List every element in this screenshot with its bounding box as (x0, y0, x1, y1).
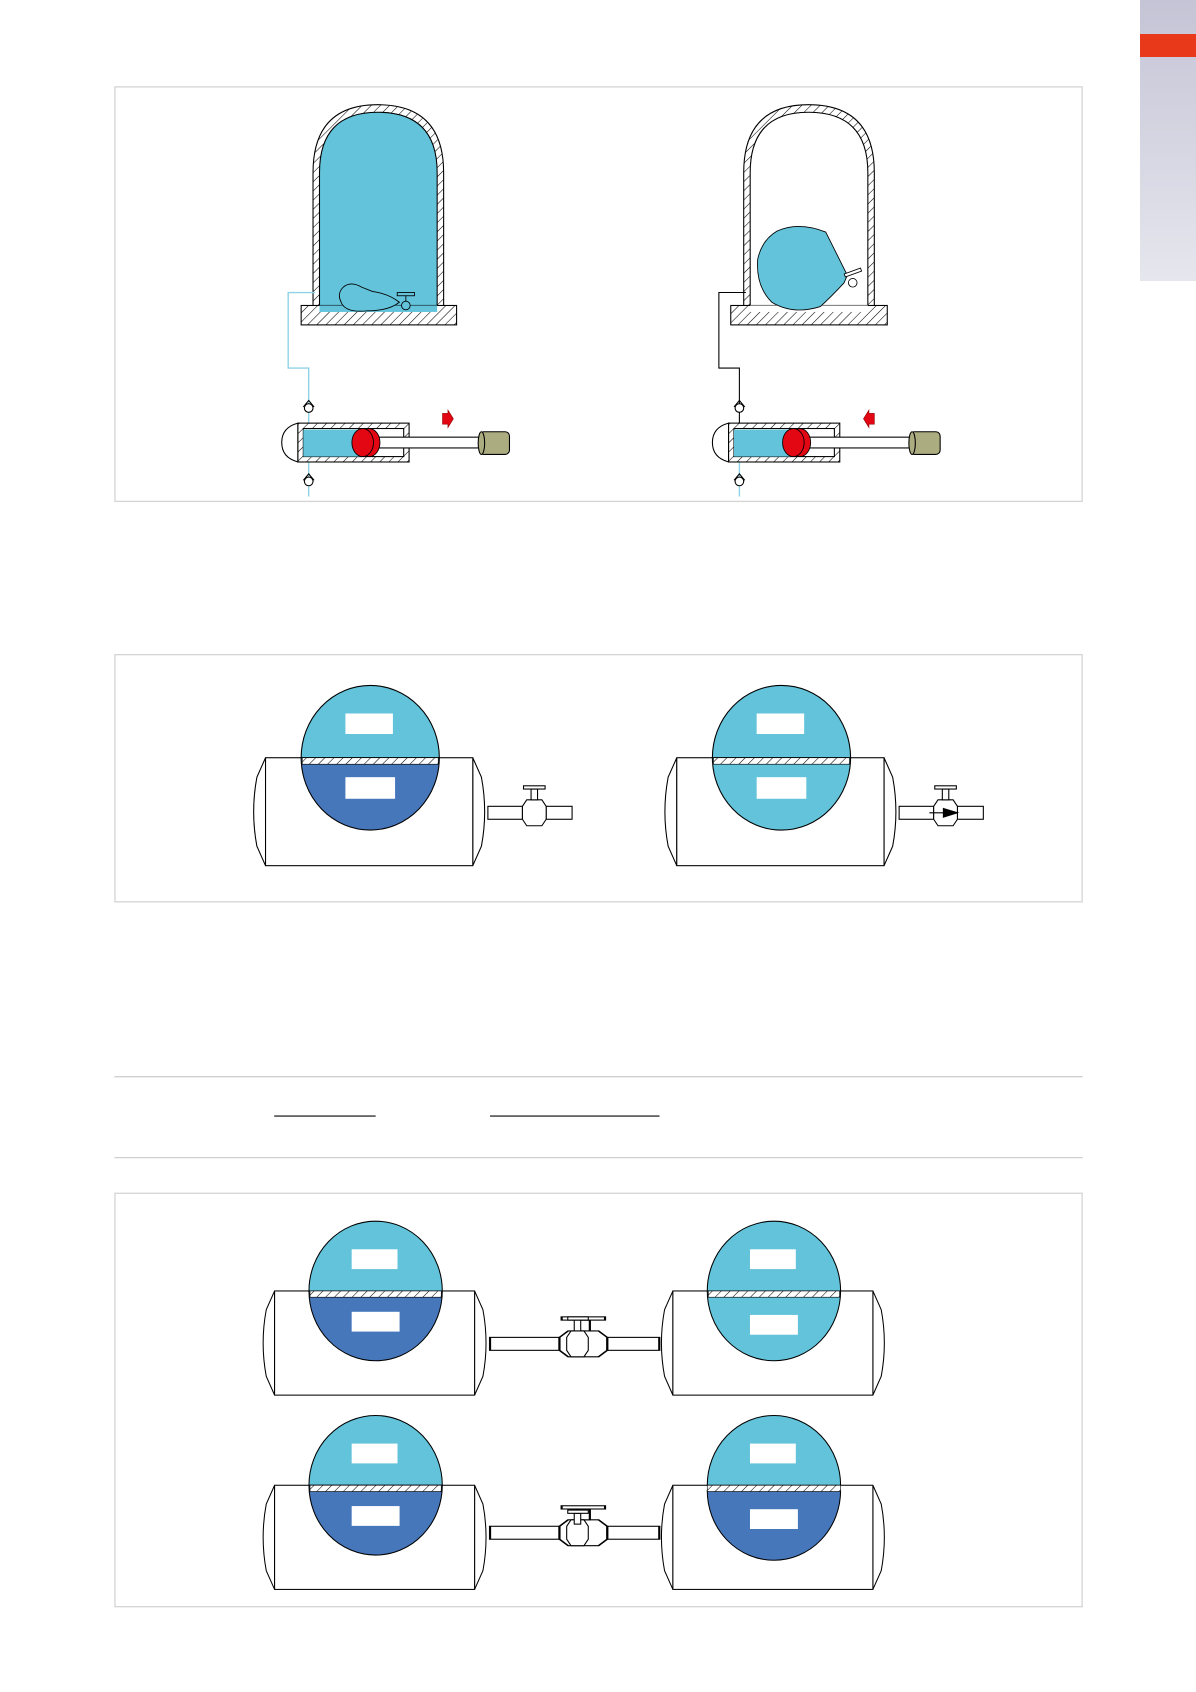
gauge-label-box (749, 1443, 796, 1464)
tank-source (262, 1220, 487, 1396)
pump-cylinder (711, 422, 941, 463)
arrow-right-icon (442, 409, 454, 429)
tank-target (660, 1414, 885, 1590)
gauge-label-box (756, 713, 805, 734)
deflated-balloon (338, 283, 401, 312)
tank-open-valve (664, 684, 984, 867)
pump-cylinder (281, 422, 511, 463)
check-valve-icon (302, 473, 315, 487)
gauge-label-box (749, 1509, 798, 1530)
gauge-label-box (345, 713, 393, 734)
gauge-label-box (756, 777, 807, 799)
inflated-balloon (757, 225, 848, 311)
gauge-label-box (351, 1506, 400, 1526)
gauge-label-box (351, 1311, 400, 1332)
side-tab-accent (1140, 34, 1196, 57)
pipe-line (718, 291, 746, 425)
check-valve-icon (733, 473, 746, 487)
connecting-valve (566, 1316, 589, 1358)
arrow-left-icon (863, 409, 875, 429)
tank-source (262, 1414, 487, 1590)
bell-jar-full (300, 104, 458, 326)
connected-tanks-diagram (114, 1192, 1083, 1608)
tank-valve-diagram (114, 654, 1083, 903)
connecting-valve (566, 1509, 589, 1547)
gauge-label-box (749, 1249, 796, 1270)
gauge-label-box (351, 1443, 398, 1464)
tank-closed-valve (253, 684, 573, 867)
tank-target (660, 1220, 885, 1396)
gauge-label-box (351, 1249, 398, 1270)
gauge-label-box (345, 777, 396, 799)
bell-jar-empty (730, 104, 888, 326)
bell-and-pump-diagram (114, 86, 1083, 503)
flow-arrow-icon (929, 807, 960, 818)
check-valve-icon (733, 399, 746, 413)
gauge-label-box (749, 1314, 798, 1335)
check-valve-icon (302, 399, 315, 413)
